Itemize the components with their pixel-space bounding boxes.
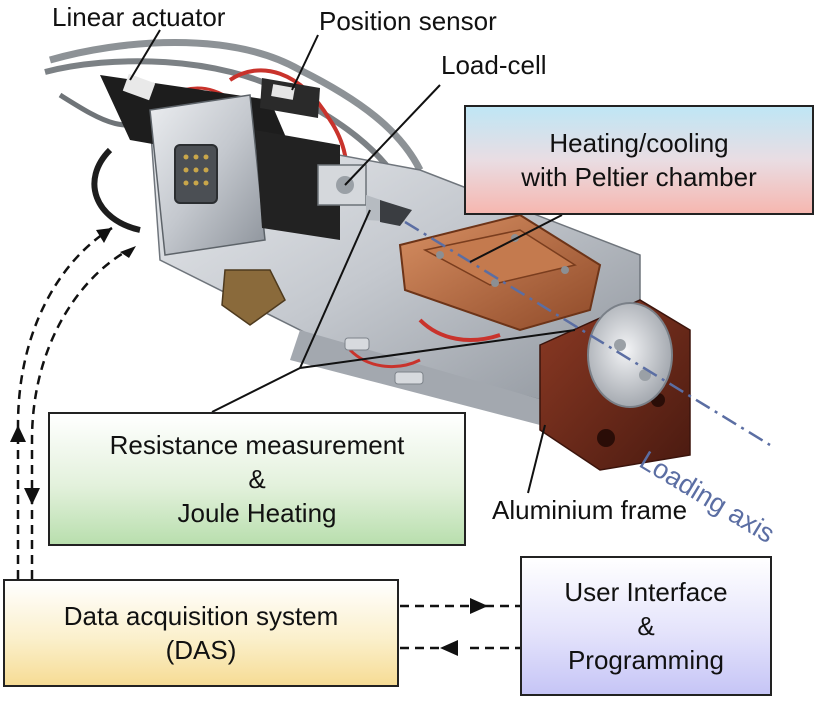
motor-block — [255, 130, 340, 240]
arrowhead-icon — [10, 425, 26, 442]
leader-lines — [129, 29, 576, 494]
grip-tip — [380, 200, 412, 226]
leader-load-cell — [344, 84, 441, 186]
resistance-line: Resistance measurement — [109, 430, 405, 460]
arrowhead-icon — [24, 488, 40, 505]
label-linear-actuator: Linear actuator — [52, 2, 226, 32]
arrowheads — [10, 228, 488, 656]
user-interface-box: User Interface & Programming — [520, 556, 772, 696]
connector-pins — [183, 154, 209, 186]
resistance-line: Joule Heating — [177, 498, 337, 528]
cable — [91, 147, 141, 233]
das-line: Data acquisition system — [63, 601, 339, 631]
resistance-box: Resistance measurement & Joule Heating — [48, 412, 466, 546]
das-line: (DAS) — [165, 635, 237, 665]
arrowhead-icon — [96, 228, 112, 243]
arrowhead-icon — [120, 246, 136, 258]
resistance-line: & — [248, 464, 266, 494]
red-wires — [418, 318, 501, 342]
ui-line: & — [637, 611, 655, 641]
sensor-label — [271, 84, 295, 100]
end-disc — [587, 302, 673, 408]
leader-resistance-b — [299, 329, 576, 369]
peltier-box: Heating/cooling with Peltier chamber — [464, 105, 814, 215]
base-plate — [290, 330, 560, 425]
leader-aluminium-frame — [527, 424, 546, 494]
arrowhead-icon — [470, 598, 488, 614]
left-gripper — [221, 269, 286, 326]
ui-line: User Interface — [564, 577, 728, 607]
loading-axis-line — [404, 220, 771, 447]
leader-resistance-a — [211, 367, 301, 413]
leader-linear-actuator — [129, 29, 161, 81]
peltier-line: Heating/cooling — [549, 128, 729, 158]
label-position-sensor: Position sensor — [319, 6, 497, 36]
peltier-line: with Peltier chamber — [521, 162, 757, 192]
ui-line: Programming — [567, 645, 725, 675]
frame-hole — [597, 429, 615, 447]
das-box: Data acquisition system (DAS) — [3, 579, 399, 687]
leader-resistance-c — [299, 209, 371, 369]
leader-position-sensor — [291, 34, 319, 91]
red-wires — [348, 348, 421, 369]
water-fittings — [344, 337, 424, 385]
peltier-top-plate — [422, 229, 577, 286]
label-aluminium-frame: Aluminium frame — [492, 495, 688, 525]
link-device-to-das-inner — [30, 250, 126, 579]
arrowhead-icon — [440, 640, 458, 656]
cable — [49, 39, 424, 172]
apparatus-photo — [44, 39, 691, 471]
dsub-connector — [174, 144, 218, 204]
leader-peltier — [469, 214, 563, 263]
label-load-cell: Load-cell — [441, 50, 547, 80]
link-das-to-device-outer — [16, 226, 113, 579]
